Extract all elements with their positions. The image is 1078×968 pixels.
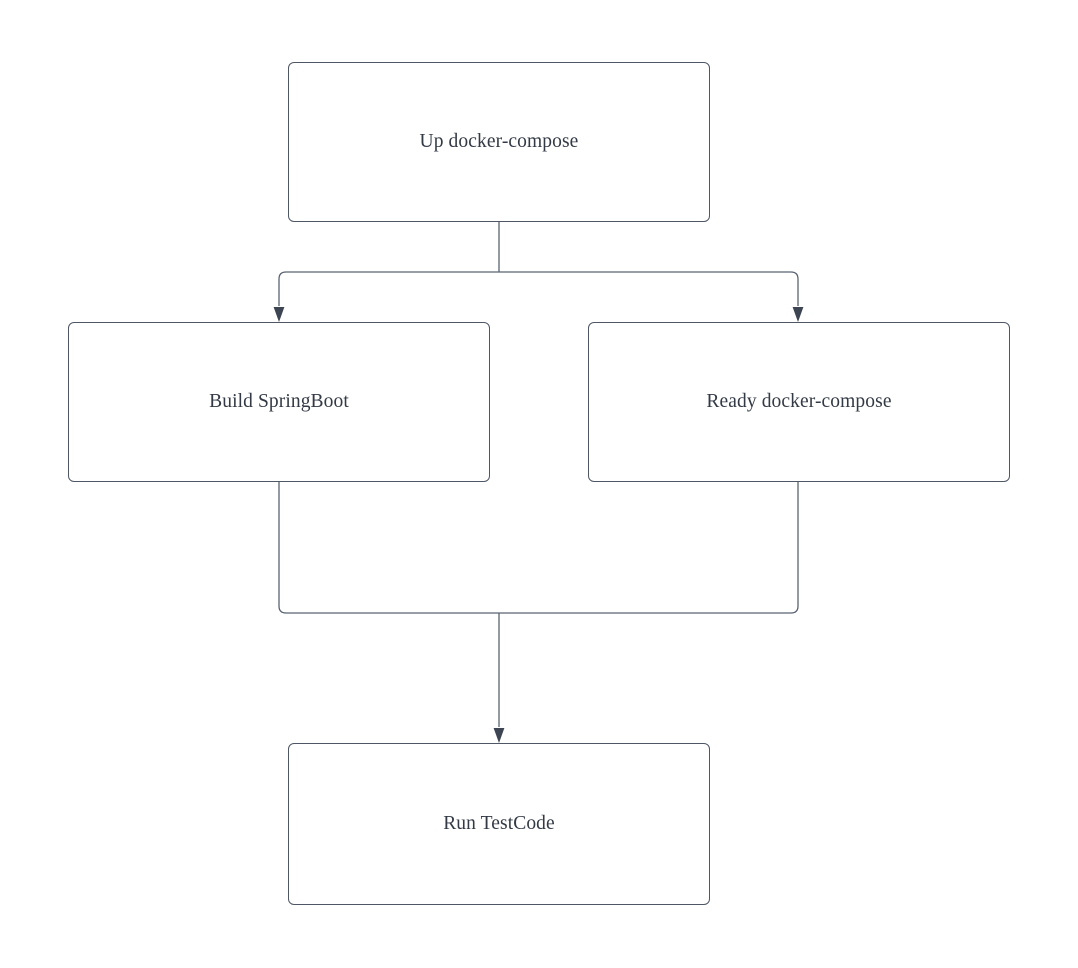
flow-node-label-build-springboot: Build SpringBoot (209, 390, 349, 412)
edge-up-to-build-line (278, 271, 499, 306)
edge-up-to-ready-arrowhead (792, 307, 804, 322)
edge-ready-to-merge-line (499, 482, 799, 614)
edge-build-to-merge-line (278, 482, 499, 614)
flow-node-label-ready-docker-compose: Ready docker-compose (706, 390, 892, 412)
edge-merge-to-run-arrowhead (493, 728, 505, 743)
flow-node-label-up-docker-compose: Up docker-compose (419, 130, 579, 152)
flow-node-ready-docker-compose[interactable]: Ready docker-compose (588, 322, 1010, 482)
edge-up-to-ready-line (499, 271, 799, 306)
flow-node-label-run-testcode: Run TestCode (443, 812, 555, 834)
flow-node-run-testcode[interactable]: Run TestCode (288, 743, 710, 905)
edge-up-to-build-arrowhead (273, 307, 285, 322)
flow-node-up-docker-compose[interactable]: Up docker-compose (288, 62, 710, 222)
flow-node-build-springboot[interactable]: Build SpringBoot (68, 322, 490, 482)
